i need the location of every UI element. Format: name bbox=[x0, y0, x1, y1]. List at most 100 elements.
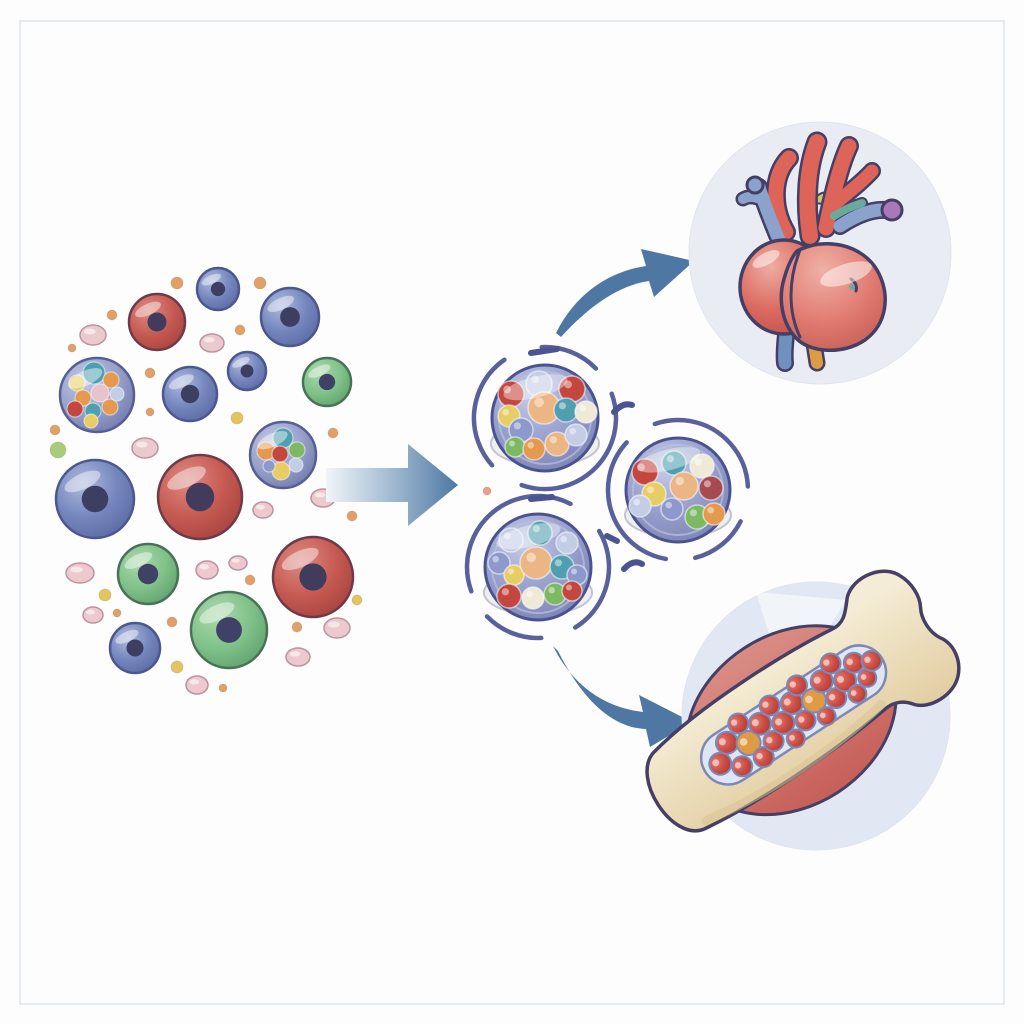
cell-sheen bbox=[267, 295, 295, 313]
cluster-cell-blue bbox=[54, 458, 136, 540]
stem-content-blob bbox=[660, 497, 684, 521]
stem-content-blob bbox=[527, 520, 553, 546]
pink-oval bbox=[199, 333, 225, 353]
cell-sheen bbox=[503, 374, 568, 401]
stem-content-blob bbox=[90, 383, 110, 403]
orange-dot bbox=[112, 608, 122, 618]
marrow-cell-red bbox=[731, 755, 754, 778]
pink-oval-sheen bbox=[83, 328, 96, 335]
cell-sheen bbox=[308, 364, 331, 378]
vessel-cap-purple bbox=[880, 198, 904, 222]
marrow-cell-highlight bbox=[819, 712, 826, 719]
pink-oval-body bbox=[228, 555, 248, 571]
blob-highlight bbox=[502, 408, 510, 416]
marrow-cell-highlight bbox=[864, 656, 871, 664]
marrow-cell-red bbox=[785, 674, 808, 697]
pink-oval-sheen bbox=[70, 566, 83, 573]
heart-inset-highlight bbox=[690, 300, 756, 372]
frame-border bbox=[19, 20, 1005, 1005]
stem-content-blob bbox=[564, 423, 588, 447]
blob-highlight bbox=[526, 590, 533, 598]
pink-oval bbox=[82, 606, 104, 624]
marrow-cell-red bbox=[785, 728, 806, 749]
cell-sheen bbox=[257, 430, 288, 450]
cell-nucleus bbox=[126, 639, 144, 657]
marrow-cell-highlight bbox=[739, 738, 748, 746]
blob-highlight bbox=[509, 440, 515, 447]
pink-oval bbox=[185, 675, 209, 695]
pink-oval bbox=[65, 562, 95, 584]
cell-nucleus bbox=[280, 307, 300, 327]
blob-highlight bbox=[569, 427, 576, 435]
marrow-cell-highlight bbox=[828, 693, 836, 701]
arrow-to-heart bbox=[556, 249, 694, 337]
orange-dot bbox=[106, 309, 118, 321]
blob-highlight bbox=[646, 486, 655, 494]
stem-content-blob bbox=[519, 546, 553, 580]
aorta-branch bbox=[818, 138, 857, 236]
cell-nucleus bbox=[137, 563, 159, 585]
pink-oval-body bbox=[199, 333, 225, 353]
marrow-cell-red bbox=[758, 694, 781, 717]
pink-oval-sheen bbox=[256, 504, 265, 510]
blob-highlight bbox=[637, 463, 645, 472]
marrow-cell-red bbox=[779, 691, 804, 716]
pink-oval bbox=[323, 617, 351, 639]
aorta-branch bbox=[768, 150, 797, 240]
marrow-cell-highlight bbox=[789, 681, 797, 688]
cluster-cell-green bbox=[116, 542, 180, 606]
marrow-cell-highlight bbox=[783, 698, 791, 706]
blob-highlight bbox=[531, 375, 539, 384]
salmon-dot bbox=[482, 486, 492, 496]
heart-crease bbox=[789, 248, 802, 339]
blob-highlight bbox=[564, 380, 572, 389]
marrow-cell-red bbox=[816, 706, 837, 727]
blob-highlight bbox=[633, 498, 640, 506]
cell-sheen bbox=[135, 301, 161, 318]
cell-sheen bbox=[232, 357, 250, 368]
marrow-cell-highlight bbox=[789, 734, 795, 741]
pink-oval-sheen bbox=[135, 441, 148, 448]
pulmonary-vein bbox=[830, 199, 866, 220]
cell-sheen bbox=[167, 466, 206, 490]
dividing-stem-cell bbox=[471, 344, 619, 492]
blob-highlight bbox=[554, 559, 563, 567]
orange-dot bbox=[291, 621, 303, 633]
stem-content-blob bbox=[702, 502, 726, 526]
heart-inset bbox=[688, 121, 952, 385]
motion-mark bbox=[528, 494, 555, 502]
marrow-cell-red bbox=[847, 683, 868, 704]
dividing-stem-cells bbox=[464, 344, 751, 641]
yellow-dot bbox=[98, 588, 112, 602]
cell-nucleus bbox=[210, 281, 226, 297]
pink-oval-body bbox=[82, 606, 104, 624]
cell-halo-ring bbox=[464, 493, 612, 641]
orange-dot bbox=[327, 427, 339, 439]
pink-oval-body bbox=[131, 437, 159, 459]
heart-illustration bbox=[735, 131, 904, 372]
marrow-cell-highlight bbox=[718, 738, 726, 746]
yellow-dot bbox=[230, 411, 244, 425]
blob-highlight bbox=[534, 397, 544, 408]
blob-highlight bbox=[508, 568, 514, 575]
cluster-stem-cell bbox=[248, 420, 318, 490]
stem-content-blob bbox=[496, 583, 522, 609]
cell-sheen bbox=[124, 552, 153, 569]
cell-nucleus bbox=[216, 617, 242, 643]
yellow-dot bbox=[351, 594, 363, 606]
stem-content-blob bbox=[521, 586, 545, 610]
stem-content-blob bbox=[271, 445, 289, 463]
blob-highlight bbox=[707, 506, 714, 514]
dividing-stem-cell bbox=[605, 417, 751, 563]
marrow-cell-red bbox=[747, 711, 772, 736]
pink-oval bbox=[228, 555, 248, 571]
stem-content-blob bbox=[82, 361, 106, 385]
pink-oval bbox=[79, 324, 107, 346]
blob-highlight bbox=[560, 535, 567, 543]
marrow-cell-red bbox=[857, 667, 878, 688]
cell-nucleus bbox=[318, 373, 336, 391]
pink-oval-sheen bbox=[189, 679, 200, 685]
marrow-cell-highlight bbox=[730, 719, 738, 726]
blob-highlight bbox=[548, 586, 555, 594]
